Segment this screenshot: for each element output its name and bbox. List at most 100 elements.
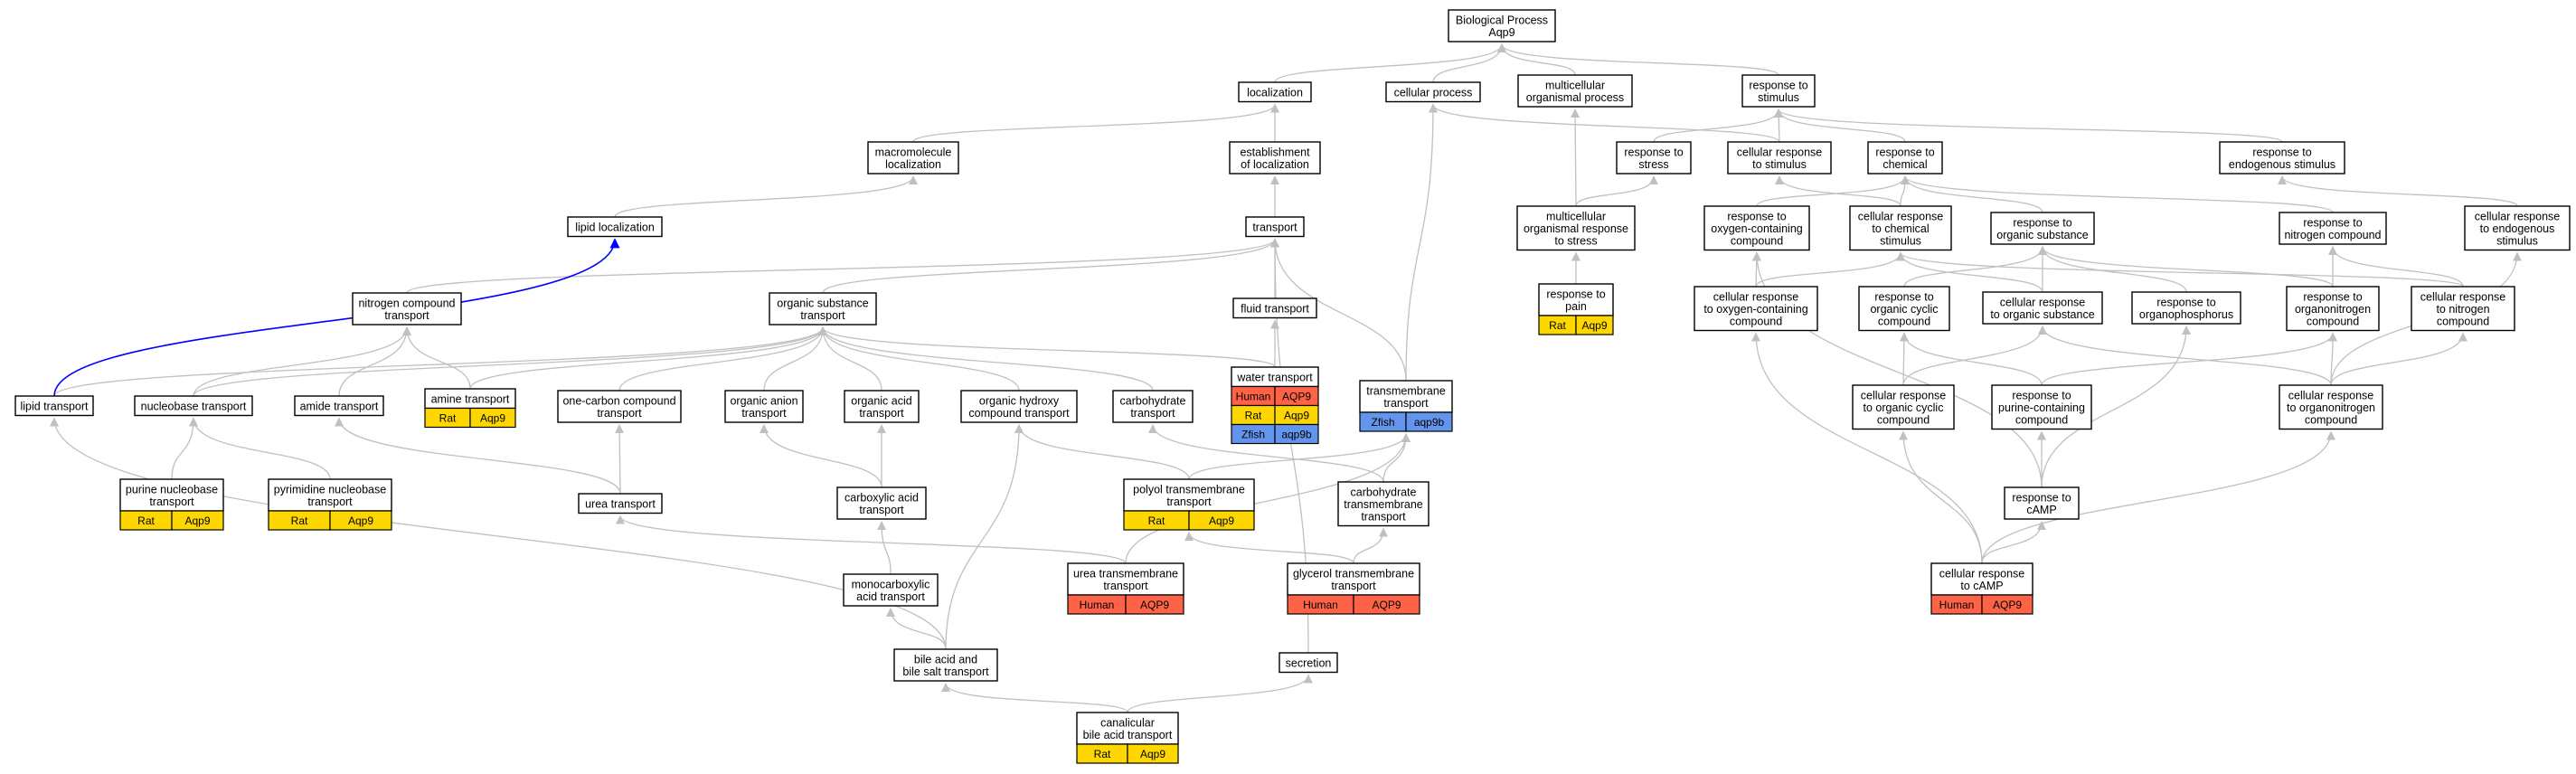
- go-term-urea-transport[interactable]: urea transport: [578, 493, 663, 514]
- term-label-line: transport: [1252, 222, 1297, 234]
- edge-response_endogenous-to-response_stimulus: [1774, 109, 2283, 143]
- term-label-line: one-carbon compound: [562, 395, 675, 408]
- gene-label: AQP9: [1282, 391, 1311, 403]
- term-label-line: response to: [1874, 291, 1933, 304]
- term-label-line: organismal response: [1524, 222, 1628, 235]
- edge-localization-to-bp: [1274, 43, 1506, 83]
- edge-cellular_response_camp-to-response_camp: [1981, 521, 2046, 564]
- edge-response_chemical-to-response_stimulus: [1774, 109, 1906, 143]
- term-label-line: localization: [1247, 87, 1303, 99]
- term-box: [2279, 212, 2387, 245]
- term-label-line: organophosphorus: [2139, 308, 2233, 321]
- edge-nucleobase_transport-to-nitrogen_transport: [193, 326, 411, 397]
- go-term-cellular-process[interactable]: cellular process: [1385, 81, 1481, 103]
- term-label-line: to nitrogen: [2436, 303, 2489, 316]
- term-box: [1616, 141, 1692, 175]
- go-term-fluid-transport[interactable]: fluid transport: [1232, 297, 1317, 319]
- gene-label: aqp9b: [1281, 429, 1312, 441]
- edge-cellular_response_camp-to-cellular_response_organic_cyclic: [1899, 430, 1983, 564]
- term-label-line: cellular response: [1861, 390, 1947, 402]
- edge-multicellular_stress-to-multicellular_process: [1571, 109, 1581, 207]
- edge-cellular_response_endogenous-to-response_endogenous: [2278, 175, 2518, 207]
- go-term-lipid-localization[interactable]: lipid localization: [567, 216, 663, 238]
- term-box: [1982, 291, 2103, 325]
- go-term-lipid-transport[interactable]: lipid transport: [14, 395, 94, 417]
- term-label-line: lipid localization: [575, 222, 655, 234]
- term-box: [1741, 74, 1816, 108]
- term-label-line: amine transport: [431, 393, 510, 406]
- term-box: [1238, 81, 1312, 103]
- go-term-secretion[interactable]: secretion: [1279, 652, 1338, 674]
- term-label-line: transport: [1166, 496, 1212, 508]
- term-label-line: compound: [1878, 316, 1930, 328]
- edge-organic_acid_transport-to-organic_substance_transport: [818, 326, 882, 392]
- term-label-line: cellular response: [2420, 291, 2506, 304]
- term-box: [567, 216, 663, 238]
- go-term-nucleobase-transport[interactable]: nucleobase transport: [134, 395, 253, 417]
- go-term-transport[interactable]: transport: [1245, 216, 1305, 238]
- go-term-localization[interactable]: localization: [1238, 81, 1312, 103]
- edge-cellular_response_stimulus-to-cellular_process: [1429, 103, 1780, 143]
- term-label-line: response to: [2303, 291, 2362, 304]
- term-label-line: to endogenous: [2480, 222, 2555, 235]
- term-label-line: cAMP: [2026, 504, 2056, 516]
- term-box: [1852, 384, 1955, 430]
- edge-multicellular_process-to-bp: [1497, 43, 1576, 76]
- term-label-line: transmembrane: [1344, 498, 1423, 511]
- term-label-line: transport: [1331, 580, 1376, 592]
- term-label-line: to organic cyclic: [1864, 401, 1944, 414]
- gene-label: Aqp9: [1209, 514, 1234, 527]
- go-term-amide-transport[interactable]: amide transport: [294, 395, 384, 417]
- term-label-line: organic substance: [1996, 229, 2089, 241]
- edge-transmembrane_transport-to-transport: [1270, 238, 1407, 382]
- term-label-line: compound: [1877, 414, 1930, 427]
